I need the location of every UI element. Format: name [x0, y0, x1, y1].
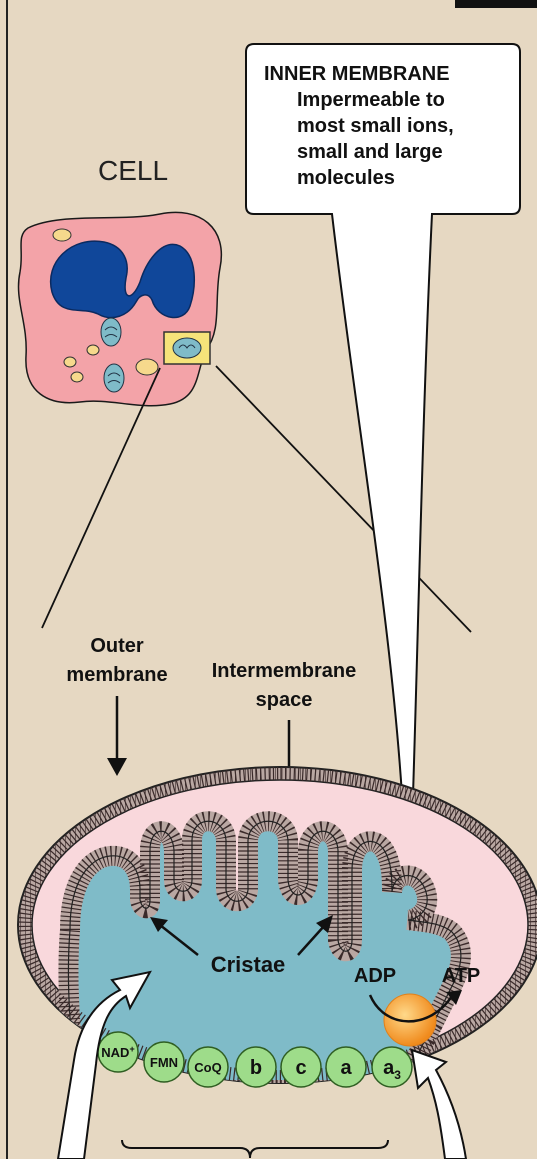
chain-sup-nad: +	[129, 1044, 134, 1054]
callout-title: INNER MEMBRANE	[264, 63, 450, 85]
callout-line-1: Impermeable to	[297, 89, 445, 111]
callout-line-3: small and large	[297, 141, 443, 163]
outer-membrane-label-2: membrane	[66, 664, 167, 686]
header-fragment	[455, 0, 537, 8]
chain-label-coq: CoQ	[194, 1060, 221, 1075]
intermembrane-label-1: Intermembrane	[212, 660, 357, 682]
callout-line-4: molecules	[297, 167, 395, 189]
outer-membrane-label-1: Outer	[90, 635, 144, 657]
adp-label: ADP	[354, 965, 396, 987]
atp-label: ATP	[442, 965, 481, 987]
callout-line-2: most small ions,	[297, 115, 454, 137]
outer-membrane-arrowhead-icon	[107, 758, 127, 776]
right-white-arrow	[412, 1050, 466, 1159]
chain-sub-a3: 3	[394, 1068, 401, 1082]
intermembrane-label-2: space	[256, 689, 313, 711]
cristae-label: Cristae	[211, 952, 286, 977]
zoom-line-left	[42, 368, 160, 628]
zoom-line-right	[216, 366, 471, 632]
chain-label-b: b	[250, 1057, 262, 1079]
cell-label: CELL	[98, 155, 168, 186]
chain-label-fmn: FMN	[150, 1055, 178, 1070]
chain-label-c: c	[295, 1057, 306, 1079]
chain-label-a: a	[340, 1057, 352, 1079]
chain-bracket	[122, 1140, 388, 1158]
atp-synthase	[384, 994, 436, 1046]
nucleus	[51, 241, 195, 317]
